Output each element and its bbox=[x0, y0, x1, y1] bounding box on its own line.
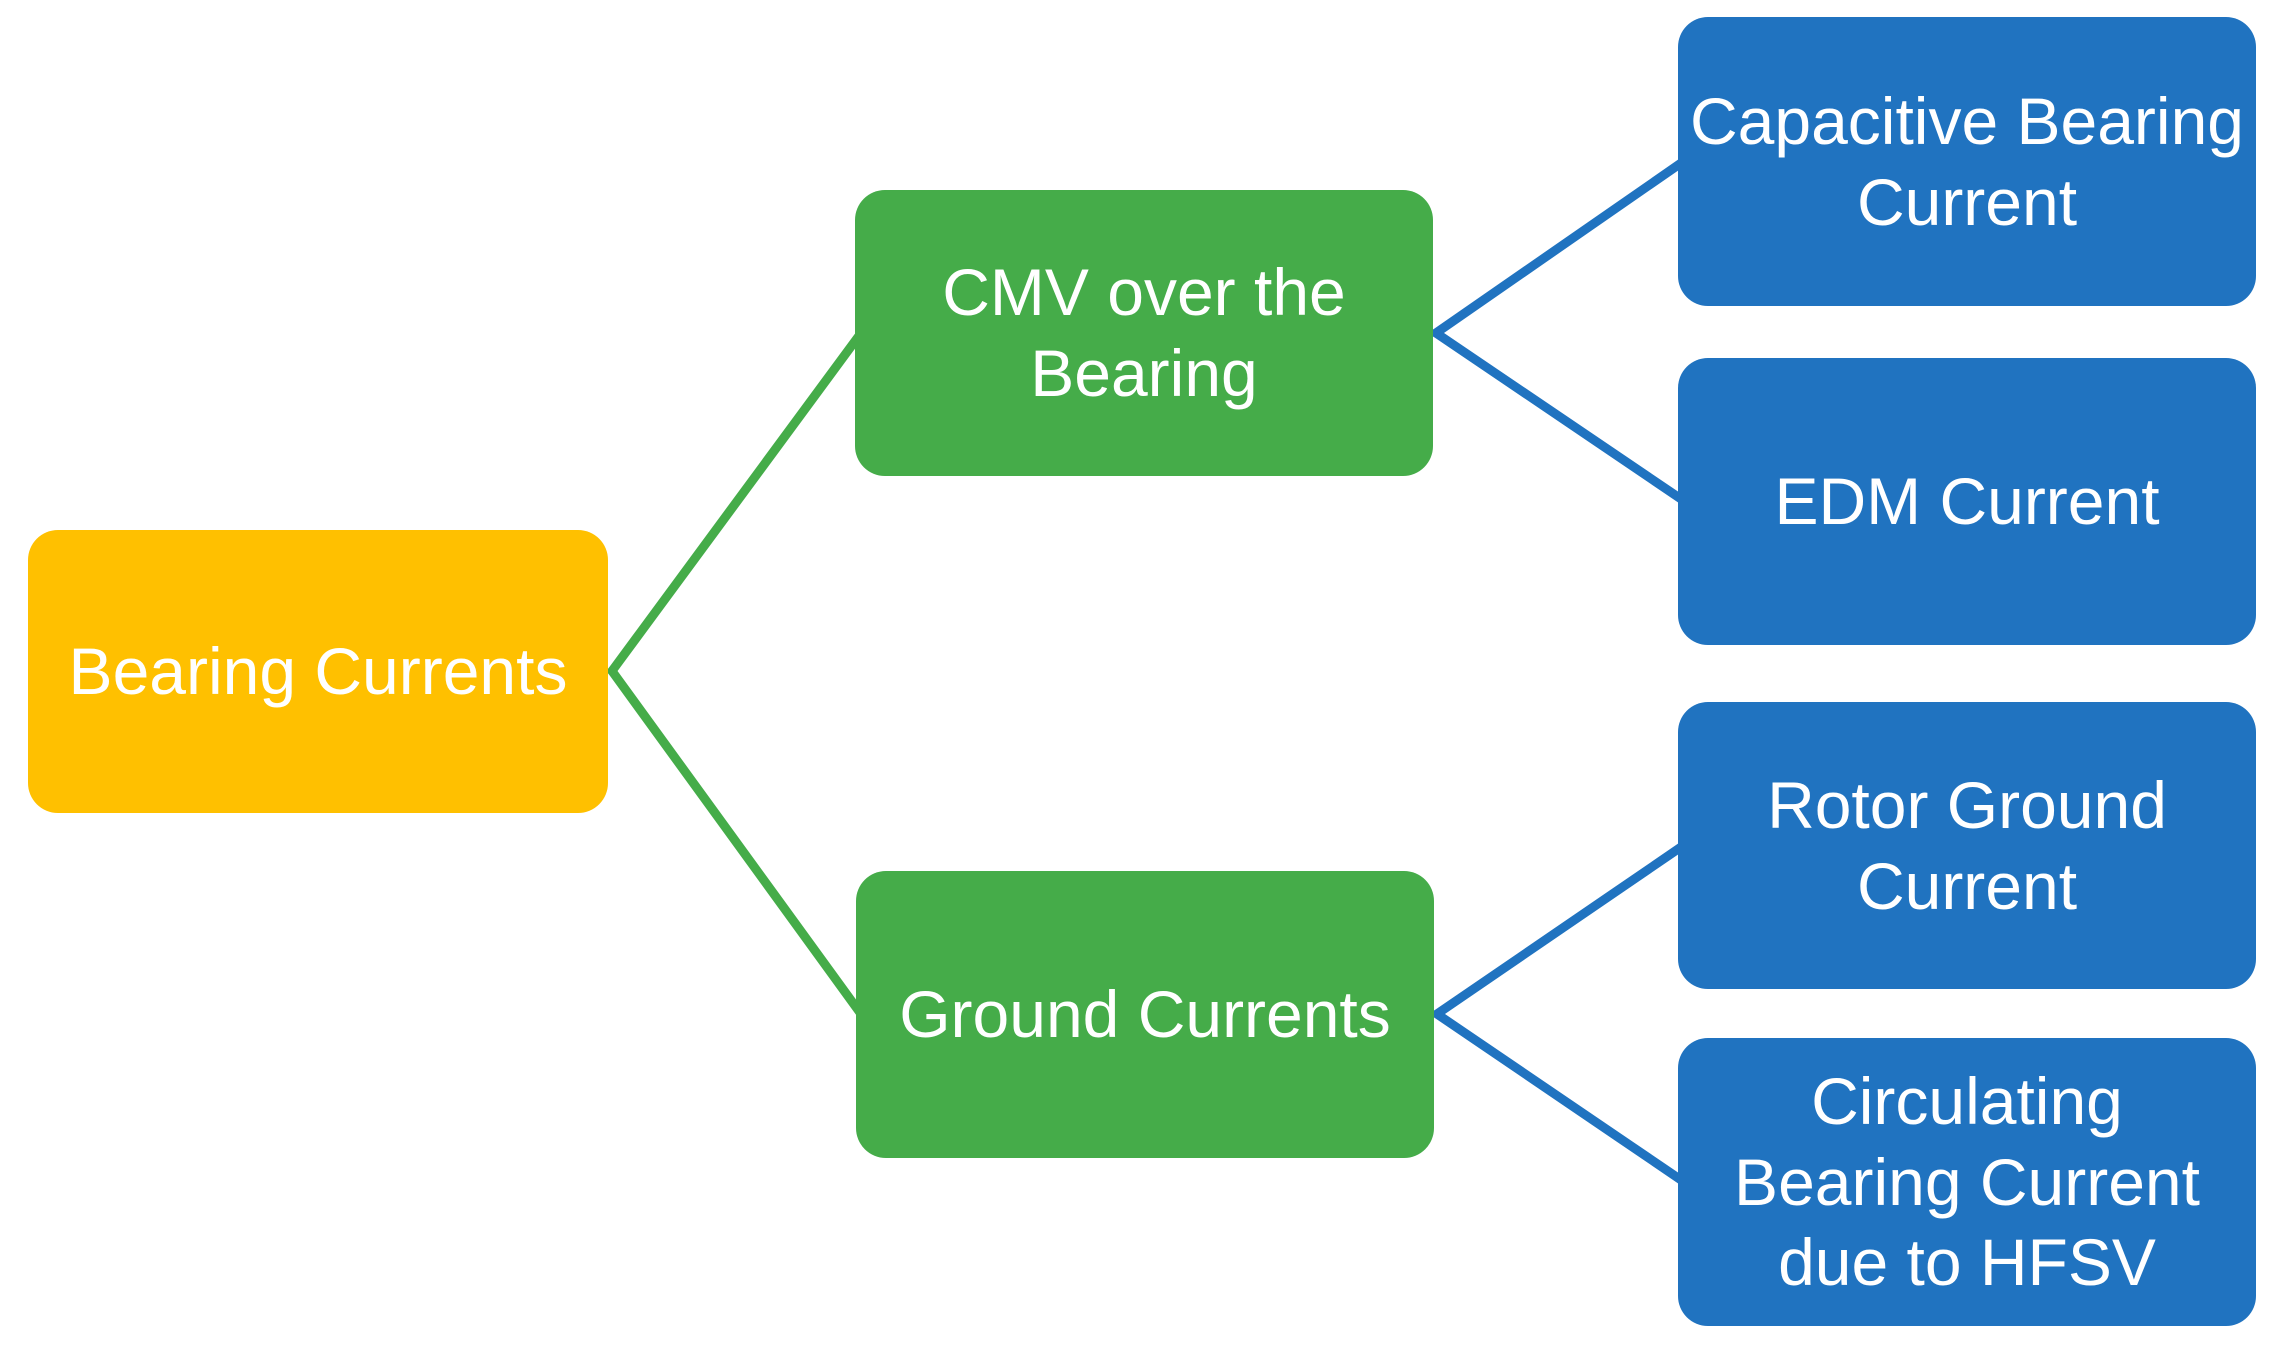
node-rotor-ground-current: Rotor Ground Current bbox=[1678, 702, 2256, 989]
node-capacitive-bearing-current-label: Capacitive Bearing Current bbox=[1690, 83, 2244, 239]
node-edm-current: EDM Current bbox=[1678, 358, 2256, 645]
node-edm-current-label: EDM Current bbox=[1774, 464, 2160, 539]
connector-cmv-to-capacitive bbox=[1431, 156, 1689, 338]
node-cmv-over-the-bearing-label: CMV over the Bearing bbox=[942, 255, 1346, 410]
connector-ground-to-rotor bbox=[1432, 840, 1689, 1019]
node-circulating-bearing-current-due-to-hfsv-label: Circulating Bearing Current due to HFSV bbox=[1734, 1064, 2200, 1300]
node-ground-currents: Ground Currents bbox=[856, 871, 1434, 1158]
node-cmv-over-the-bearing: CMV over the Bearing bbox=[855, 190, 1433, 476]
node-bearing-currents: Bearing Currents bbox=[28, 530, 608, 813]
connector-ground-to-circulating bbox=[1432, 1009, 1689, 1187]
node-rotor-ground-current-label: Rotor Ground Current bbox=[1767, 767, 2167, 923]
connector-cmv-to-edm bbox=[1431, 328, 1689, 506]
node-circulating-bearing-current-due-to-hfsv: Circulating Bearing Current due to HFSV bbox=[1678, 1038, 2256, 1326]
connector-root-to-ground bbox=[607, 666, 866, 1019]
node-capacitive-bearing-current: Capacitive Bearing Current bbox=[1678, 17, 2256, 306]
connector-root-to-cmv bbox=[607, 328, 866, 676]
node-ground-currents-label: Ground Currents bbox=[899, 977, 1391, 1052]
node-bearing-currents-label: Bearing Currents bbox=[68, 634, 568, 709]
